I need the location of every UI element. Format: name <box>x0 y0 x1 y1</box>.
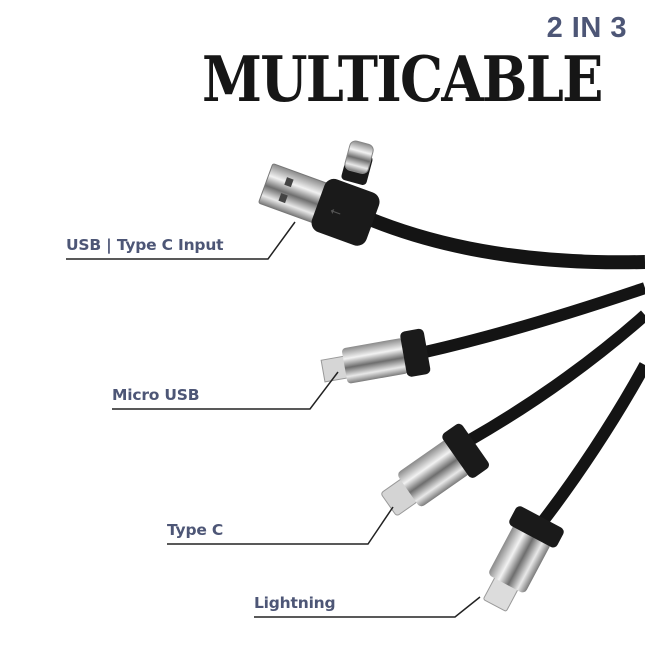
micro-usb-leader-line <box>112 371 339 410</box>
product-subtitle: 2 IN 3 <box>546 12 627 44</box>
callout-type-c: Type C <box>167 521 224 539</box>
callout-micro-usb: Micro USB <box>112 386 200 404</box>
micro-usb-cable <box>423 282 645 358</box>
lightning-leader-line <box>254 596 481 618</box>
main-cable <box>357 208 645 270</box>
type-c-connector <box>381 423 489 516</box>
callout-lightning: Lightning <box>254 594 336 612</box>
micro-usb-connector <box>320 328 431 384</box>
lightning-connector <box>483 506 564 612</box>
product-title: MULTICABLE <box>202 42 603 116</box>
type-c-leader-line <box>167 506 394 545</box>
lightning-cable <box>535 362 645 529</box>
usb-a-type-c-connector: ⭠ <box>258 140 380 246</box>
svg-text:⭠: ⭠ <box>328 202 344 221</box>
callout-usb-type-c-input: USB | Type C Input <box>66 236 224 254</box>
usb-leader-line <box>66 221 296 260</box>
type-c-cable <box>467 310 645 446</box>
